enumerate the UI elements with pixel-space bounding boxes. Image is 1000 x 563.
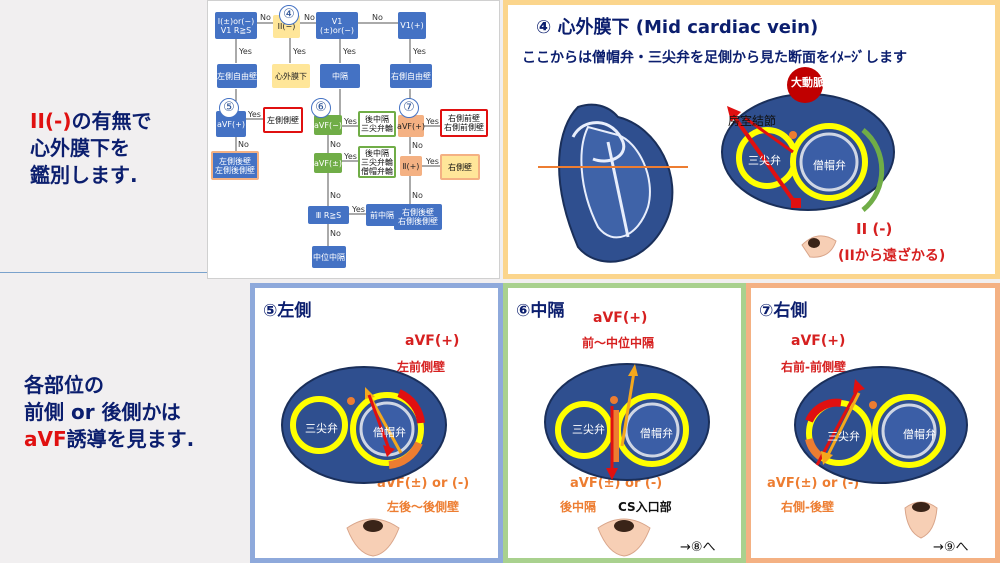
flow-box-left-free-wall: 左側自由壁	[217, 64, 257, 88]
flow-label-yes: Yes	[413, 47, 426, 56]
note-epicardial: II(-)の有無で 心外膜下を 鑑別します.	[30, 108, 151, 189]
avf-negative-region: 左後～後側壁	[387, 500, 460, 514]
label-mitral: 僧帽弁	[903, 428, 936, 441]
flow-label-yes: Yes	[239, 47, 252, 56]
eye-icon	[801, 235, 837, 258]
flow-box-lead2-neutral: Ⅱ(+)	[400, 156, 422, 176]
eye-icon	[346, 518, 400, 557]
flow-label-yes: Yes	[426, 117, 439, 126]
panel-title: ⑥中隔	[516, 301, 565, 321]
flow-label-yes: Yes	[293, 47, 306, 56]
label-tricuspid: 三尖弁	[305, 422, 338, 435]
flow-label-yes: Yes	[344, 152, 357, 161]
flow-box-avf-negative: aVF(−)	[314, 115, 342, 135]
flow-box-posterior-septum: 後中隔 三尖弁輪	[358, 111, 396, 137]
avf-negative-region: 後中隔	[560, 500, 597, 514]
label-mitral: 僧帽弁	[813, 159, 846, 172]
divider	[0, 272, 207, 273]
panel-title: ⑤左側	[263, 301, 312, 321]
flow-label-no: No	[412, 191, 423, 200]
label-aorta: 大動脈	[791, 76, 824, 89]
flow-marker-5: ⑤	[219, 98, 239, 118]
note-line: aVF誘導を見ます.	[24, 427, 195, 451]
lead-note: (IIから遠ざかる)	[838, 248, 946, 264]
flow-box-anterior-septum: 前中隔	[366, 204, 398, 226]
valve-cross-section	[721, 67, 895, 212]
label-mitral: 僧帽弁	[373, 426, 406, 439]
flow-box-right-free-wall: 右側自由壁	[390, 64, 432, 88]
flow-box-avf-neutral: aVF(±)	[314, 153, 342, 173]
flow-label-no: No	[260, 13, 271, 22]
flow-connectors	[235, 22, 440, 246]
next-step-link: →⑧へ	[680, 540, 716, 555]
avf-positive-label: aVF(+)	[791, 333, 846, 349]
label-tricuspid: 三尖弁	[827, 430, 860, 443]
avf-negative-label: aVF(±) or (-)	[767, 476, 860, 491]
flow-box-v1-positive: V1(+)	[398, 12, 426, 39]
flow-box-left-posterior: 左側後壁 左側後側壁	[211, 151, 259, 180]
flow-box-septum: 中隔	[320, 64, 360, 88]
avf-negative-region: 右側-後壁	[781, 500, 834, 514]
panel-septum: ⑥中隔 aVF(+) 前～中位中隔 aVF(±) or (-) 後中隔 CS入口…	[503, 283, 746, 563]
valve-cross-section	[281, 366, 447, 484]
flow-box-v1: V1 (±)or(−)	[316, 12, 358, 39]
avf-positive-region: 前～中位中隔	[582, 336, 655, 350]
flow-label-no: No	[412, 141, 423, 150]
cs-ostium-label: CS入口部	[618, 500, 672, 514]
panel-left: ⑤左側 aVF(+) 左前側壁 aVF(±) or (-) 左後～後側壁 三尖弁…	[250, 283, 503, 563]
flow-marker-4: ④	[279, 5, 299, 25]
label-mitral: 僧帽弁	[640, 427, 673, 440]
panel-title: ⑦右側	[759, 301, 808, 321]
note-line: 各部位の	[24, 373, 104, 397]
flow-label-yes: Yes	[426, 157, 439, 166]
flow-box-right-anterior: 右側前壁 右側前側壁	[440, 109, 488, 137]
flow-label-yes: Yes	[352, 205, 365, 214]
panel-title: ④ 心外膜下 (Mid cardiac vein)	[536, 17, 819, 38]
label-tricuspid: 三尖弁	[748, 154, 781, 167]
panel-epicardial: ④ 心外膜下 (Mid cardiac vein) ここからは僧帽弁・三尖弁を足…	[503, 0, 1000, 279]
panel-right: ⑦右側 aVF(+) 右前-前側壁 aVF(±) or (-) 右側-後壁 三尖…	[746, 283, 1000, 563]
avf-positive-region: 左前側壁	[397, 360, 446, 374]
flow-label-no: No	[330, 140, 341, 149]
flow-marker-6: ⑥	[311, 98, 331, 118]
avf-negative-label: aVF(±) or (-)	[377, 476, 470, 491]
label-tricuspid: 三尖弁	[572, 423, 605, 436]
eye-icon	[597, 518, 651, 557]
heart-long-axis-illustration	[538, 103, 688, 263]
flow-box-avf-right: aVF(+)	[397, 115, 425, 137]
note-line: 鑑別します.	[30, 163, 138, 187]
note-line: 心外膜下を	[30, 136, 130, 160]
note-line: II(-)の有無で	[30, 109, 152, 133]
next-step-link: →⑨へ	[933, 540, 969, 555]
flow-label-no: No	[238, 140, 249, 149]
eye-icon	[904, 501, 938, 539]
flow-box-left-lateral: 左側側壁	[263, 107, 303, 133]
panel-subtitle: ここからは僧帽弁・三尖弁を足側から見た断面をｲﾒｰｼﾞします	[522, 50, 907, 66]
flow-label-no: No	[330, 191, 341, 200]
flow-box-right-posterior: 右側後壁 右側後側壁	[394, 204, 442, 230]
valve-cross-section	[544, 363, 710, 481]
flow-label-no: No	[304, 13, 315, 22]
flow-label-yes: Yes	[343, 47, 356, 56]
avf-positive-region: 右前-前側壁	[781, 360, 846, 374]
localization-flowchart: Ⅰ(±)or(−) V1 R≧S II(−) V1 (±)or(−) V1(+)…	[207, 0, 500, 279]
flow-marker-7: ⑦	[399, 98, 419, 118]
flow-box-posterior-septum-2: 後中隔 三尖弁輪 僧帽弁輪	[358, 146, 396, 178]
flow-label-yes: Yes	[344, 117, 357, 126]
flow-box-mid-septum: 中位中隔	[312, 246, 346, 268]
flow-box-lead3: Ⅲ R≧S	[308, 206, 349, 224]
flow-label-no: No	[372, 13, 383, 22]
lead-label: II (-)	[856, 220, 893, 238]
note-avf: 各部位の 前側 or 後側かは aVF誘導を見ます.	[24, 372, 194, 453]
flow-box-lead1: Ⅰ(±)or(−) V1 R≧S	[215, 12, 257, 39]
flow-label-yes: Yes	[248, 110, 261, 119]
flow-label-no: No	[330, 229, 341, 238]
flow-box-epicardial: 心外膜下	[272, 64, 310, 88]
flow-box-right-lateral: 右側壁	[440, 154, 480, 180]
label-av-node: 房室結節	[728, 114, 777, 128]
note-line: 前側 or 後側かは	[24, 400, 181, 424]
avf-positive-label: aVF(+)	[405, 333, 460, 349]
avf-positive-label: aVF(+)	[593, 310, 648, 326]
valve-cross-section	[794, 366, 968, 484]
